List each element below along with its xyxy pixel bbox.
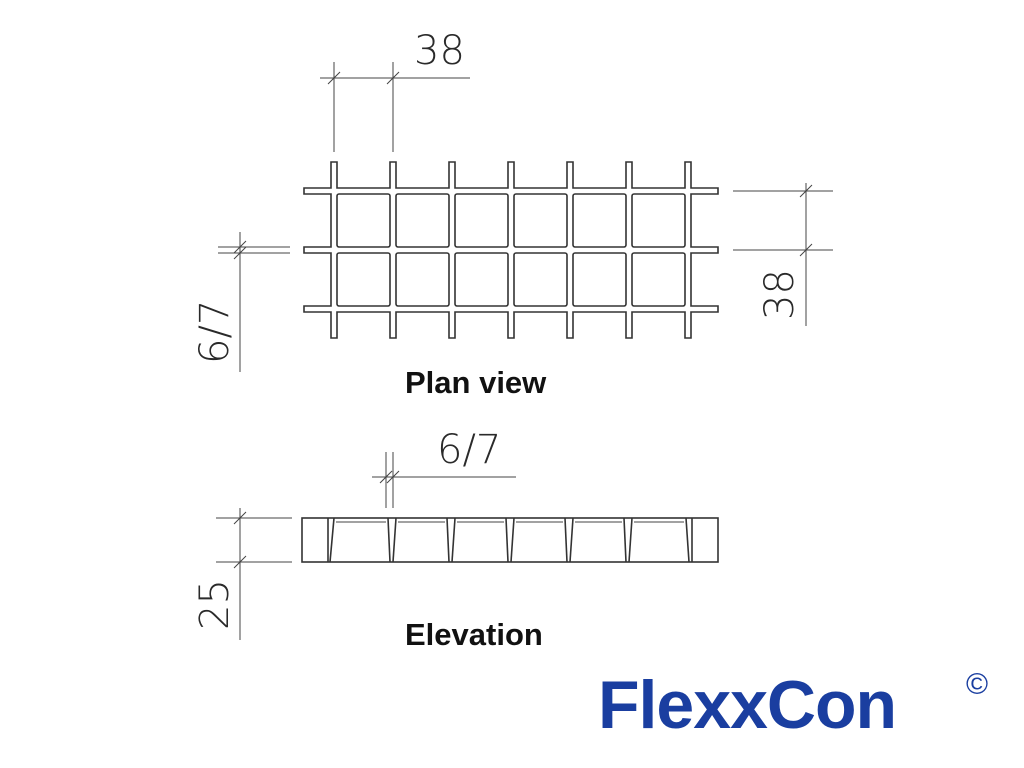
plan-grating-outline: [303, 161, 719, 339]
flexxcon-logo: FlexxCon ©: [598, 667, 988, 743]
dim-label-height-left: 25: [192, 579, 238, 630]
dim-label-bar-top: 6/7: [437, 427, 501, 473]
dimension-bar-top: 6/7: [372, 427, 516, 508]
plan-grating-openings: [336, 193, 686, 307]
elevation-bars: [327, 517, 693, 563]
dim-label-pitch-top: 38: [414, 28, 465, 74]
elevation-view: 6/7 25 Elevation: [192, 427, 719, 652]
dimension-bar-left: 6/7: [192, 232, 290, 372]
copyright-symbol: ©: [966, 668, 988, 701]
brand-name: FlexxCon: [598, 667, 896, 743]
dim-label-bar-left: 6/7: [192, 300, 238, 364]
dimension-height-left: 25: [192, 508, 292, 640]
dim-label-pitch-right: 38: [757, 269, 803, 320]
elevation-outline: [301, 517, 719, 563]
dimension-pitch-top: 38: [320, 28, 470, 152]
plan-view-title: Plan view: [405, 365, 547, 400]
dimension-pitch-right: 38: [733, 183, 833, 326]
plan-view: 38 38 6/7 Plan view: [192, 28, 833, 400]
elevation-title: Elevation: [405, 617, 543, 652]
